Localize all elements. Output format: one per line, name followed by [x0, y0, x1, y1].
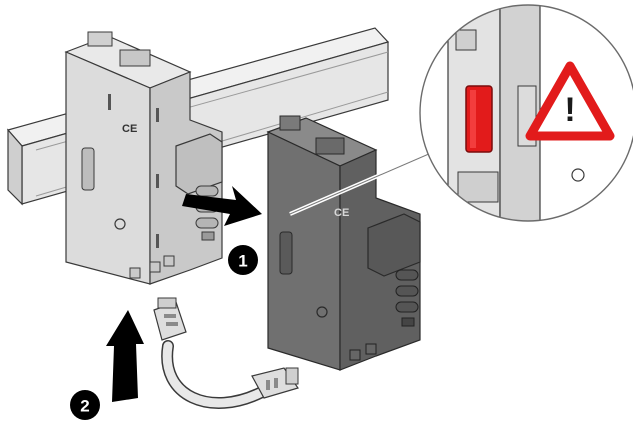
zoom-lines — [289, 148, 439, 216]
step-1-badge: 1 — [228, 245, 258, 275]
up-arrow-icon — [106, 310, 144, 402]
step-2-badge: 2 — [70, 390, 100, 420]
zoom-lens-icon — [419, 4, 633, 222]
push-arrow-icon — [182, 186, 262, 226]
ce-mark-right: CE — [334, 207, 349, 219]
warning-exclamation: ! — [564, 91, 575, 129]
step-1-number: 1 — [238, 252, 247, 271]
warning-triangle-icon: ! — [525, 61, 615, 141]
step-2-number: 2 — [80, 397, 89, 416]
module-side-dark: CE — [266, 115, 421, 371]
module-front-light: CE — [64, 31, 223, 285]
red-latch-highlight — [465, 85, 493, 153]
ce-mark-left: CE — [122, 123, 137, 135]
cable-connector-icon — [153, 297, 299, 409]
